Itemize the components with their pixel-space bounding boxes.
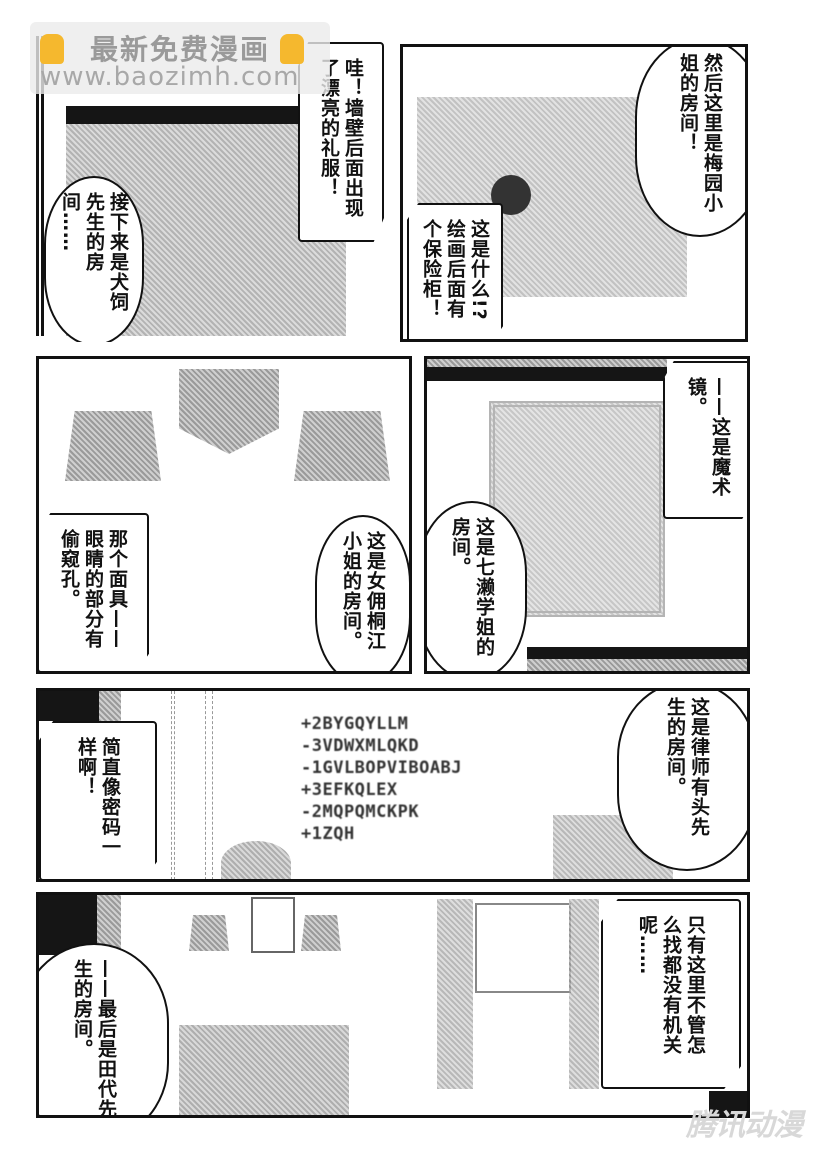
bubble-text: ——最后是田代先生的房间。 bbox=[71, 959, 117, 1118]
speech-bubble: 哇！墙壁后面出现了漂亮的礼服！ bbox=[298, 42, 384, 242]
panel-mask: 那个面具——眼睛的部分有偷窥孔。 这是女佣桐江小姐的房间。 bbox=[36, 356, 412, 674]
curtain-right bbox=[569, 899, 599, 1089]
pointing-hand-icon bbox=[40, 34, 64, 64]
desk-illustration bbox=[179, 1025, 349, 1115]
bubble-text: 只有这里不管怎么找都没有机关呢…… bbox=[636, 915, 706, 1055]
wall-dark-corner bbox=[39, 691, 99, 721]
bubble-text: ——这是魔术镜。 bbox=[685, 377, 731, 497]
lamp-right bbox=[294, 411, 390, 481]
floor-dark-corner bbox=[709, 1091, 747, 1115]
code-line: -2MQPQMCKPK bbox=[301, 802, 420, 822]
speech-bubble: 简直像密码一样啊！ bbox=[39, 721, 157, 879]
lamp-left bbox=[65, 411, 161, 481]
watermark-logo: 腾讯动漫 bbox=[686, 1108, 803, 1143]
floor-stripe bbox=[527, 647, 747, 659]
closet-frame bbox=[36, 36, 44, 336]
mask-illustration bbox=[179, 369, 279, 454]
floor-molding bbox=[527, 659, 747, 671]
panel-safe: 然后这里是梅园小姐的房间！ 这是什么!?绘画后面有个保险柜！ bbox=[400, 44, 748, 342]
code-line: -3VDWXMLQKD bbox=[301, 736, 420, 756]
speech-bubble: 接下来是犬饲先生的房间…… bbox=[44, 176, 144, 342]
speech-bubble: 那个面具——眼睛的部分有偷窥孔。 bbox=[39, 513, 149, 671]
closet-rail bbox=[66, 106, 346, 124]
bubble-text: 简直像密码一样啊！ bbox=[75, 737, 121, 857]
wall-pillar bbox=[171, 691, 175, 879]
speech-bubble: ——最后是田代先生的房间。 bbox=[39, 943, 169, 1118]
speech-bubble: 这是七濑学姐的房间。 bbox=[427, 501, 527, 671]
wall-molding bbox=[427, 359, 667, 367]
code-text: +2BYGQYLLM -3VDWXMLQKD -1GVLBOPVIBOABJ +… bbox=[301, 713, 462, 845]
watermark-url: www.baozimh.com bbox=[40, 62, 300, 92]
panel-code: +2BYGQYLLM -3VDWXMLQKD -1GVLBOPVIBOABJ +… bbox=[36, 688, 750, 882]
speech-bubble: 这是律师有头先生的房间。 bbox=[617, 691, 747, 871]
bubble-text: 这是女佣桐江小姐的房间。 bbox=[340, 531, 386, 651]
code-line: -1GVLBOPVIBOABJ bbox=[301, 758, 463, 778]
bubble-text: 那个面具——眼睛的部分有偷窥孔。 bbox=[58, 529, 128, 649]
window bbox=[475, 903, 571, 993]
lamp-right bbox=[301, 915, 341, 951]
panel-mirror: ——这是魔术镜。 这是七濑学姐的房间。 bbox=[424, 356, 750, 674]
speech-bubble: ——这是魔术镜。 bbox=[663, 361, 747, 519]
code-line: +3EFKQLEX bbox=[301, 780, 398, 800]
bubble-text: 接下来是犬饲先生的房间…… bbox=[59, 192, 129, 312]
speech-bubble: 然后这里是梅园小姐的房间！ bbox=[635, 47, 745, 237]
curtain-left bbox=[437, 899, 473, 1089]
speech-bubble: 只有这里不管怎么找都没有机关呢…… bbox=[601, 899, 741, 1089]
watermark-title: 最新免费漫画 bbox=[90, 33, 271, 66]
bubble-text: 然后这里是梅园小姐的房间！ bbox=[677, 53, 723, 213]
bubble-text: 这是七濑学姐的房间。 bbox=[449, 517, 495, 657]
plant-illustration bbox=[221, 841, 291, 879]
wall-molding bbox=[99, 691, 121, 721]
speech-bubble: 这是什么!?绘画后面有个保险柜！ bbox=[407, 203, 503, 339]
bubble-text: 这是律师有头先生的房间。 bbox=[664, 697, 710, 837]
wall-pillar bbox=[205, 691, 213, 879]
code-line: +2BYGQYLLM bbox=[301, 714, 409, 734]
panel-final-room: ——最后是田代先生的房间。 只有这里不管怎么找都没有机关呢…… bbox=[36, 892, 750, 1118]
bubble-text: 这是什么!?绘画后面有个保险柜！ bbox=[420, 219, 490, 321]
watermark-banner: 最新免费漫画 www.baozimh.com bbox=[30, 22, 330, 94]
wall-frame bbox=[251, 897, 295, 953]
lamp-left bbox=[189, 915, 229, 951]
wall-stripe bbox=[427, 367, 667, 381]
code-line: +1ZQH bbox=[301, 824, 355, 844]
speech-bubble: 这是女佣桐江小姐的房间。 bbox=[315, 515, 409, 671]
pointing-hand-icon bbox=[280, 34, 304, 64]
